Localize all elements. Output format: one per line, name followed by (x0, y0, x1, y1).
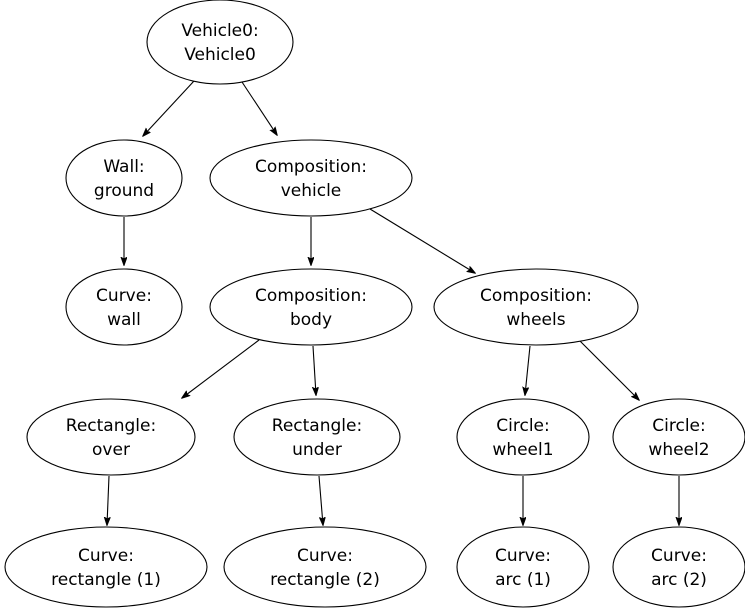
graph-edge (318, 475, 323, 525)
node-label-line2: rectangle (1) (51, 570, 161, 590)
node-ellipse[interactable] (456, 398, 590, 476)
node-label-line1: Curve: (78, 546, 134, 566)
node-label-line1: Curve: (651, 546, 707, 566)
node-ellipse[interactable] (433, 268, 639, 346)
graph-node[interactable]: Circle: wheel1 (456, 398, 590, 476)
node-label-line2: wheels (506, 310, 565, 330)
node-ellipse[interactable] (26, 398, 196, 476)
graph-node[interactable]: Curve: rectangle (2) (223, 526, 427, 608)
node-ellipse[interactable] (209, 268, 413, 346)
nodes-layer: Vehicle0:Vehicle0Wall:groundComposition:… (4, 0, 745, 608)
graph-node[interactable]: Rectangle: under (233, 398, 401, 476)
edge-line (313, 345, 316, 395)
node-label-line1: Rectangle: (272, 416, 362, 436)
node-label-line2: ground (94, 181, 154, 201)
graph-node[interactable]: Curve: rectangle (1) (4, 526, 208, 608)
node-label-line1: Circle: (496, 416, 549, 436)
graph-edge (577, 338, 639, 400)
node-label-line2: rectangle (2) (270, 570, 380, 590)
node-label-line2: arc (1) (495, 570, 551, 590)
node-label-line2: wheel2 (648, 440, 709, 460)
node-ellipse[interactable] (612, 526, 745, 608)
node-ellipse[interactable] (146, 0, 294, 85)
graph-edge (107, 475, 109, 525)
node-label-line1: Wall: (103, 157, 144, 177)
edge-line (369, 208, 475, 273)
node-ellipse[interactable] (65, 268, 183, 346)
graph-edge (313, 345, 316, 395)
node-label-line2: under (292, 440, 342, 460)
node-ellipse[interactable] (209, 139, 413, 217)
node-label-line1: Rectangle: (66, 416, 156, 436)
node-label-line1: Curve: (297, 546, 353, 566)
node-label-line2: over (92, 440, 130, 460)
graph-edge (369, 208, 475, 273)
graph-node[interactable]: Curve: wall (65, 268, 183, 346)
graph-edge (182, 339, 260, 398)
graph-node[interactable]: Circle: wheel2 (612, 398, 745, 476)
edge-line (318, 475, 323, 525)
graph-node[interactable]: Curve: arc (2) (612, 526, 745, 608)
edge-line (107, 475, 109, 525)
node-label-line1: Composition: (255, 157, 367, 177)
node-label-line2: wall (107, 310, 141, 330)
edges-layer (107, 80, 679, 525)
edge-line (241, 81, 277, 135)
node-label-line2: Vehicle0 (184, 45, 256, 65)
graph-node[interactable]: Curve: arc (1) (456, 526, 590, 608)
edge-line (182, 339, 260, 398)
edge-line (525, 345, 531, 395)
node-ellipse[interactable] (4, 526, 208, 608)
node-label-line1: Composition: (255, 286, 367, 306)
node-ellipse[interactable] (65, 139, 183, 217)
graph-node[interactable]: Composition: wheels (433, 268, 639, 346)
node-label-line1: Circle: (652, 416, 705, 436)
node-label-line1: Composition: (480, 286, 592, 306)
node-ellipse[interactable] (223, 526, 427, 608)
graph-node[interactable]: Composition: vehicle (209, 139, 413, 217)
edge-line (143, 80, 195, 136)
node-label-line1: Vehicle0: (181, 21, 258, 41)
node-label-line2: vehicle (281, 181, 342, 201)
node-label-line1: Curve: (96, 286, 152, 306)
graph-node[interactable]: Rectangle: over (26, 398, 196, 476)
graph-node[interactable]: Vehicle0: Vehicle0 (146, 0, 294, 85)
graph-edge (241, 81, 277, 135)
graph-node[interactable]: Wall: ground (65, 139, 183, 217)
graph-edge (143, 80, 195, 136)
node-ellipse[interactable] (456, 526, 590, 608)
node-label-line1: Curve: (495, 546, 551, 566)
node-label-line2: wheel1 (492, 440, 553, 460)
graph-edge (525, 345, 531, 395)
edge-line (577, 338, 639, 400)
node-ellipse[interactable] (233, 398, 401, 476)
node-ellipse[interactable] (612, 398, 745, 476)
graph-node[interactable]: Composition: body (209, 268, 413, 346)
node-label-line2: arc (2) (651, 570, 707, 590)
node-label-line2: body (290, 310, 332, 330)
